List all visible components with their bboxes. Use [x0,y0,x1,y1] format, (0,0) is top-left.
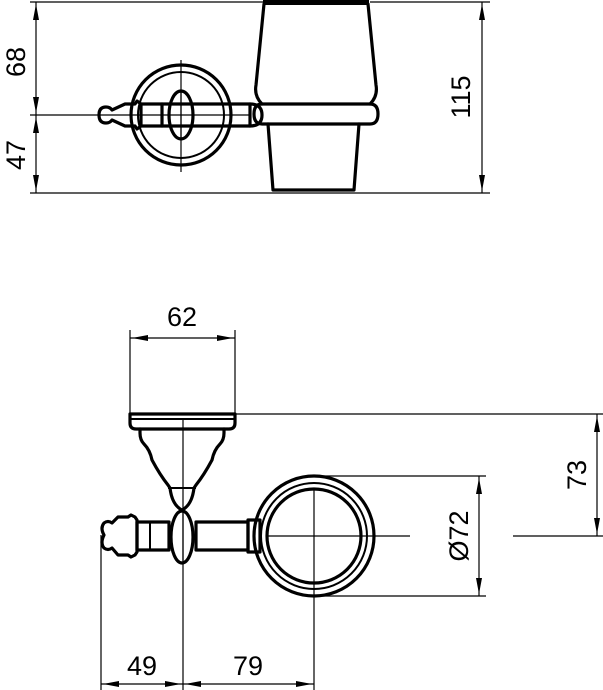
ring-holder [252,474,603,690]
dim-label-49: 49 [127,651,157,681]
dim-label-47: 47 [1,140,31,170]
arm-side [97,89,264,141]
top-view: 62 [100,302,603,690]
glass-side [252,0,380,192]
dim-label-68: 68 [1,47,31,77]
glass-rim [263,0,369,5]
dim-label-73: 73 [562,460,592,490]
side-view: 68 47 115 [1,0,490,194]
dim-label-62: 62 [167,302,197,332]
arm-top [100,509,262,565]
dim-label-79: 79 [233,651,263,681]
dim-label-115: 115 [446,75,476,118]
holder-neck [138,419,226,690]
dim-label-72: Ø72 [444,510,474,561]
glass-top [128,412,603,431]
